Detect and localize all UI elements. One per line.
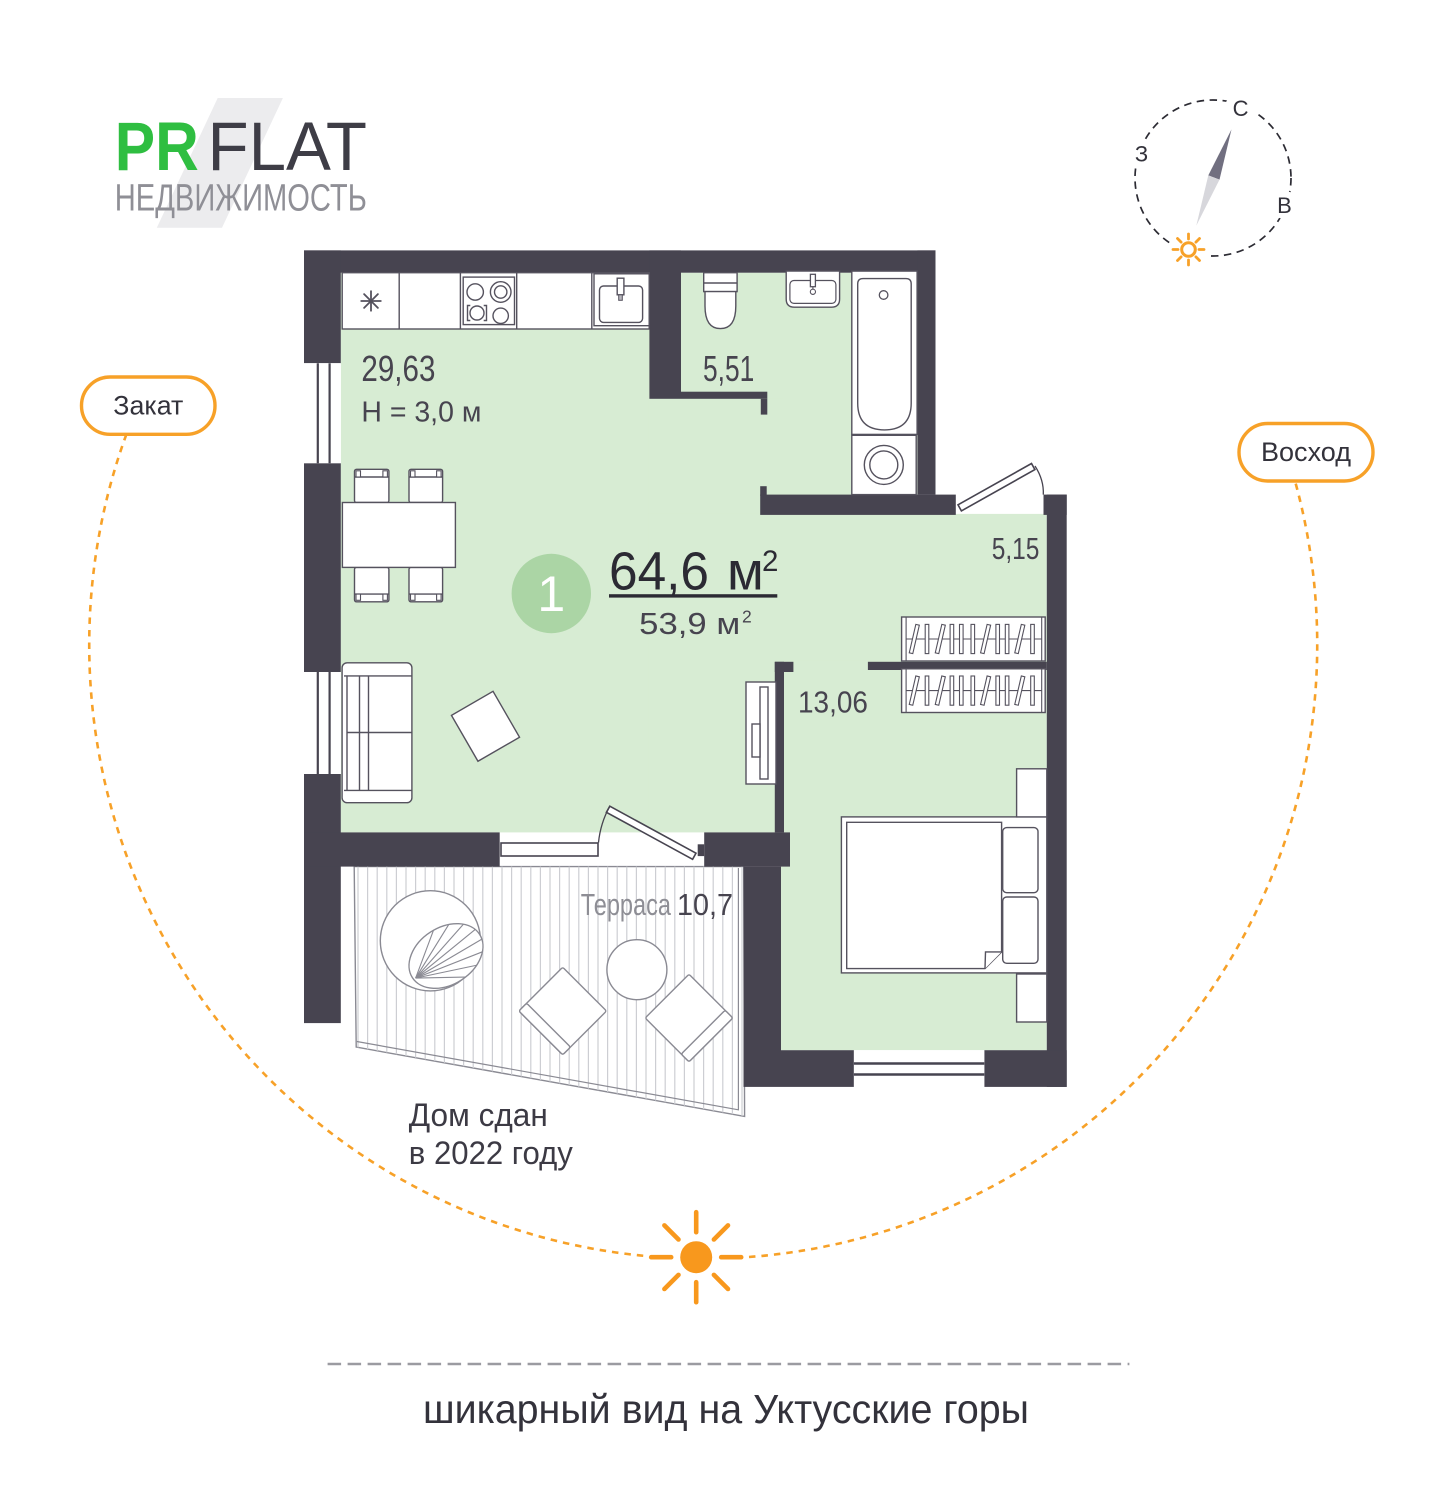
svg-text:Закат: Закат xyxy=(113,391,183,421)
svg-text:Терраса: Терраса xyxy=(581,887,672,922)
svg-text:10,7: 10,7 xyxy=(677,887,733,922)
svg-text:5,15: 5,15 xyxy=(992,531,1040,566)
svg-text:м: м xyxy=(727,543,764,602)
svg-text:2: 2 xyxy=(742,607,752,627)
svg-text:в 2022 году: в 2022 году xyxy=(409,1135,574,1171)
svg-text:В: В xyxy=(1277,193,1292,218)
svg-text:1: 1 xyxy=(537,566,565,622)
svg-text:PR: PR xyxy=(115,108,199,185)
svg-text:2: 2 xyxy=(762,545,778,578)
svg-text:НЕДВИЖИМОСТЬ: НЕДВИЖИМОСТЬ xyxy=(115,176,367,218)
svg-text:64,6: 64,6 xyxy=(609,543,709,602)
svg-text:FLAT: FLAT xyxy=(208,108,368,185)
svg-text:29,63: 29,63 xyxy=(361,348,435,389)
svg-text:Дом сдан: Дом сдан xyxy=(409,1097,548,1133)
svg-text:Восход: Восход xyxy=(1261,437,1351,467)
svg-text:13,06: 13,06 xyxy=(798,685,868,720)
svg-text:З: З xyxy=(1135,141,1148,166)
svg-text:шикарный вид на Уктусские горы: шикарный вид на Уктусские горы xyxy=(423,1386,1029,1432)
svg-text:53,9 м: 53,9 м xyxy=(639,606,740,641)
svg-text:5,51: 5,51 xyxy=(703,348,754,389)
svg-text:С: С xyxy=(1233,96,1249,121)
svg-text:Н = 3,0 м: Н = 3,0 м xyxy=(361,397,481,429)
